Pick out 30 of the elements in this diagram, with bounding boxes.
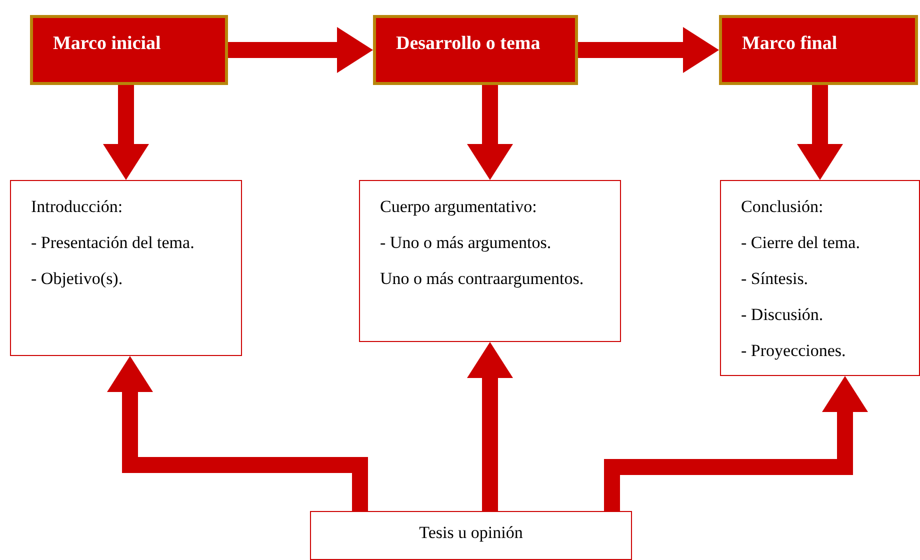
block-arrow — [467, 85, 513, 180]
block-arrow — [467, 342, 513, 511]
content-box — [359, 180, 621, 342]
block-arrow — [103, 85, 149, 180]
list-item-text: Uno o más contraargumentos. — [380, 268, 585, 290]
list-item-text: - Uno o más argumentos. — [380, 232, 552, 254]
thesis-box — [310, 511, 632, 560]
block-arrow — [604, 376, 868, 511]
list-item-text: - Objetivo(s). — [31, 268, 124, 290]
heading-text: Tesis u opinión — [418, 522, 524, 544]
heading-text: Desarrollo o tema — [396, 32, 542, 56]
heading-text: Marco inicial — [53, 32, 162, 56]
section-header-box — [373, 15, 578, 85]
list-item-text: - Discusión. — [741, 304, 824, 326]
list-item-text: - Proyecciones. — [741, 340, 847, 362]
block-arrow — [797, 85, 843, 180]
content-box — [10, 180, 242, 356]
content-box — [720, 180, 920, 376]
list-item-text: - Presentación del tema. — [31, 232, 196, 254]
heading-text: Marco final — [742, 32, 838, 56]
section-header-box — [719, 15, 918, 85]
heading-text: Cuerpo argumentativo: — [380, 196, 538, 218]
heading-text: Introducción: — [31, 196, 124, 218]
list-item-text: - Síntesis. — [741, 268, 810, 290]
section-header-box — [30, 15, 228, 85]
block-arrow — [228, 27, 373, 73]
list-item-text: - Cierre del tema. — [741, 232, 861, 254]
heading-text: Conclusión: — [741, 196, 824, 218]
block-arrow — [107, 356, 368, 511]
block-arrow — [578, 27, 719, 73]
